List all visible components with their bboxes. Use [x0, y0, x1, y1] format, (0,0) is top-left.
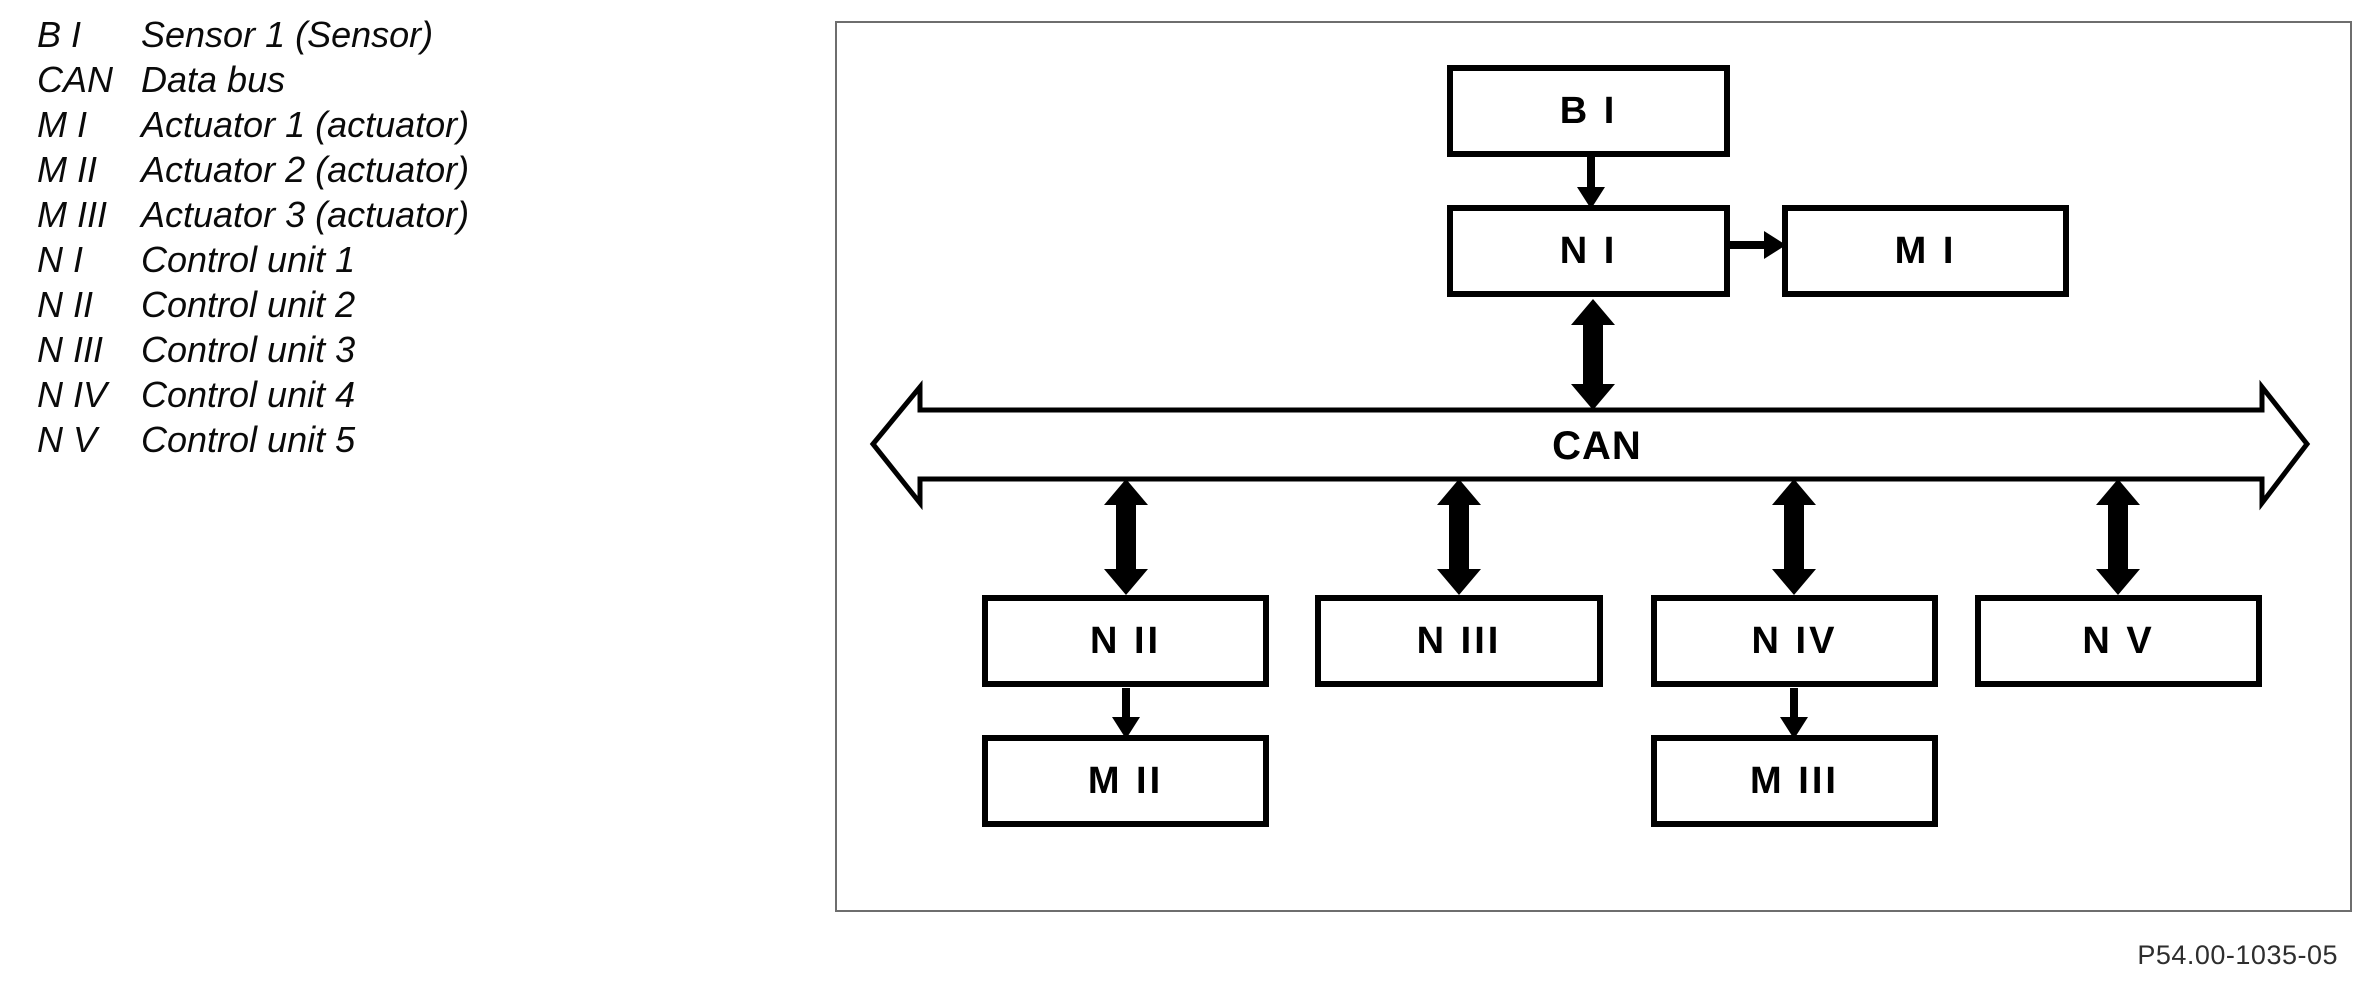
diagram-frame: B I N I M I N II N III N IV N V M II M I…	[835, 21, 2352, 912]
legend-key: N IV	[37, 374, 108, 415]
legend-row: M I Actuator 1 (actuator)	[37, 102, 469, 147]
bus-link-arrow-n3	[1437, 479, 1481, 595]
node-control-unit-n2: N II	[982, 595, 1269, 687]
node-sensor-b1: B I	[1447, 65, 1730, 157]
part-number: P54.00-1035-05	[2137, 940, 2338, 970]
legend-desc: Control unit 1	[141, 239, 356, 280]
legend-row: N III Control unit 3	[37, 327, 469, 372]
legend-row: CAN Data bus	[37, 57, 469, 102]
legend-row: M III Actuator 3 (actuator)	[37, 192, 469, 237]
bus-link-arrow-n1	[1571, 299, 1615, 410]
node-control-unit-n1: N I	[1447, 205, 1730, 297]
node-control-unit-n3: N III	[1315, 595, 1603, 687]
legend: B I Sensor 1 (Sensor) CAN Data bus M I A…	[37, 12, 469, 462]
legend-key: M I	[37, 104, 87, 145]
diagram-connectors	[869, 157, 2311, 739]
legend-desc: Control unit 5	[141, 419, 356, 460]
legend-key: B I	[37, 14, 82, 55]
node-actuator-m3: M III	[1651, 735, 1938, 827]
legend-key: CAN	[37, 59, 114, 100]
can-bus-double-arrow	[869, 379, 2311, 511]
legend-desc: Sensor 1 (Sensor)	[141, 14, 434, 55]
legend-desc: Control unit 4	[141, 374, 356, 415]
arrow-n4-to-m3	[1780, 688, 1808, 739]
legend-row: N IV Control unit 4	[37, 372, 469, 417]
legend-desc: Actuator 1 (actuator)	[141, 104, 470, 145]
arrow-b1-to-n1	[1577, 157, 1605, 209]
legend-desc: Actuator 2 (actuator)	[141, 149, 470, 190]
legend-row: N II Control unit 2	[37, 282, 469, 327]
legend-desc: Control unit 3	[141, 329, 356, 370]
node-actuator-m1: M I	[1782, 205, 2069, 297]
node-control-unit-n5: N V	[1975, 595, 2262, 687]
legend-key: N V	[37, 419, 98, 460]
legend-key: M II	[37, 149, 97, 190]
legend-desc: Actuator 3 (actuator)	[141, 194, 470, 235]
legend-key: M III	[37, 194, 107, 235]
legend-key: N I	[37, 239, 84, 280]
legend-row: N I Control unit 1	[37, 237, 469, 282]
legend-row: N V Control unit 5	[37, 417, 469, 462]
legend-row: B I Sensor 1 (Sensor)	[37, 12, 469, 57]
bus-link-arrow-n4	[1772, 479, 1816, 595]
legend-desc: Control unit 2	[141, 284, 356, 325]
bus-link-arrow-n2	[1104, 479, 1148, 595]
legend-key: N II	[37, 284, 94, 325]
legend-desc: Data bus	[141, 59, 286, 100]
arrow-n1-to-m1	[1730, 231, 1786, 259]
arrow-n2-to-m2	[1112, 688, 1140, 739]
node-control-unit-n4: N IV	[1651, 595, 1938, 687]
bus-link-arrow-n5	[2096, 479, 2140, 595]
legend-key: N III	[37, 329, 104, 370]
can-bus-label: CAN	[1552, 424, 1642, 468]
node-actuator-m2: M II	[982, 735, 1269, 827]
legend-row: M II Actuator 2 (actuator)	[37, 147, 469, 192]
